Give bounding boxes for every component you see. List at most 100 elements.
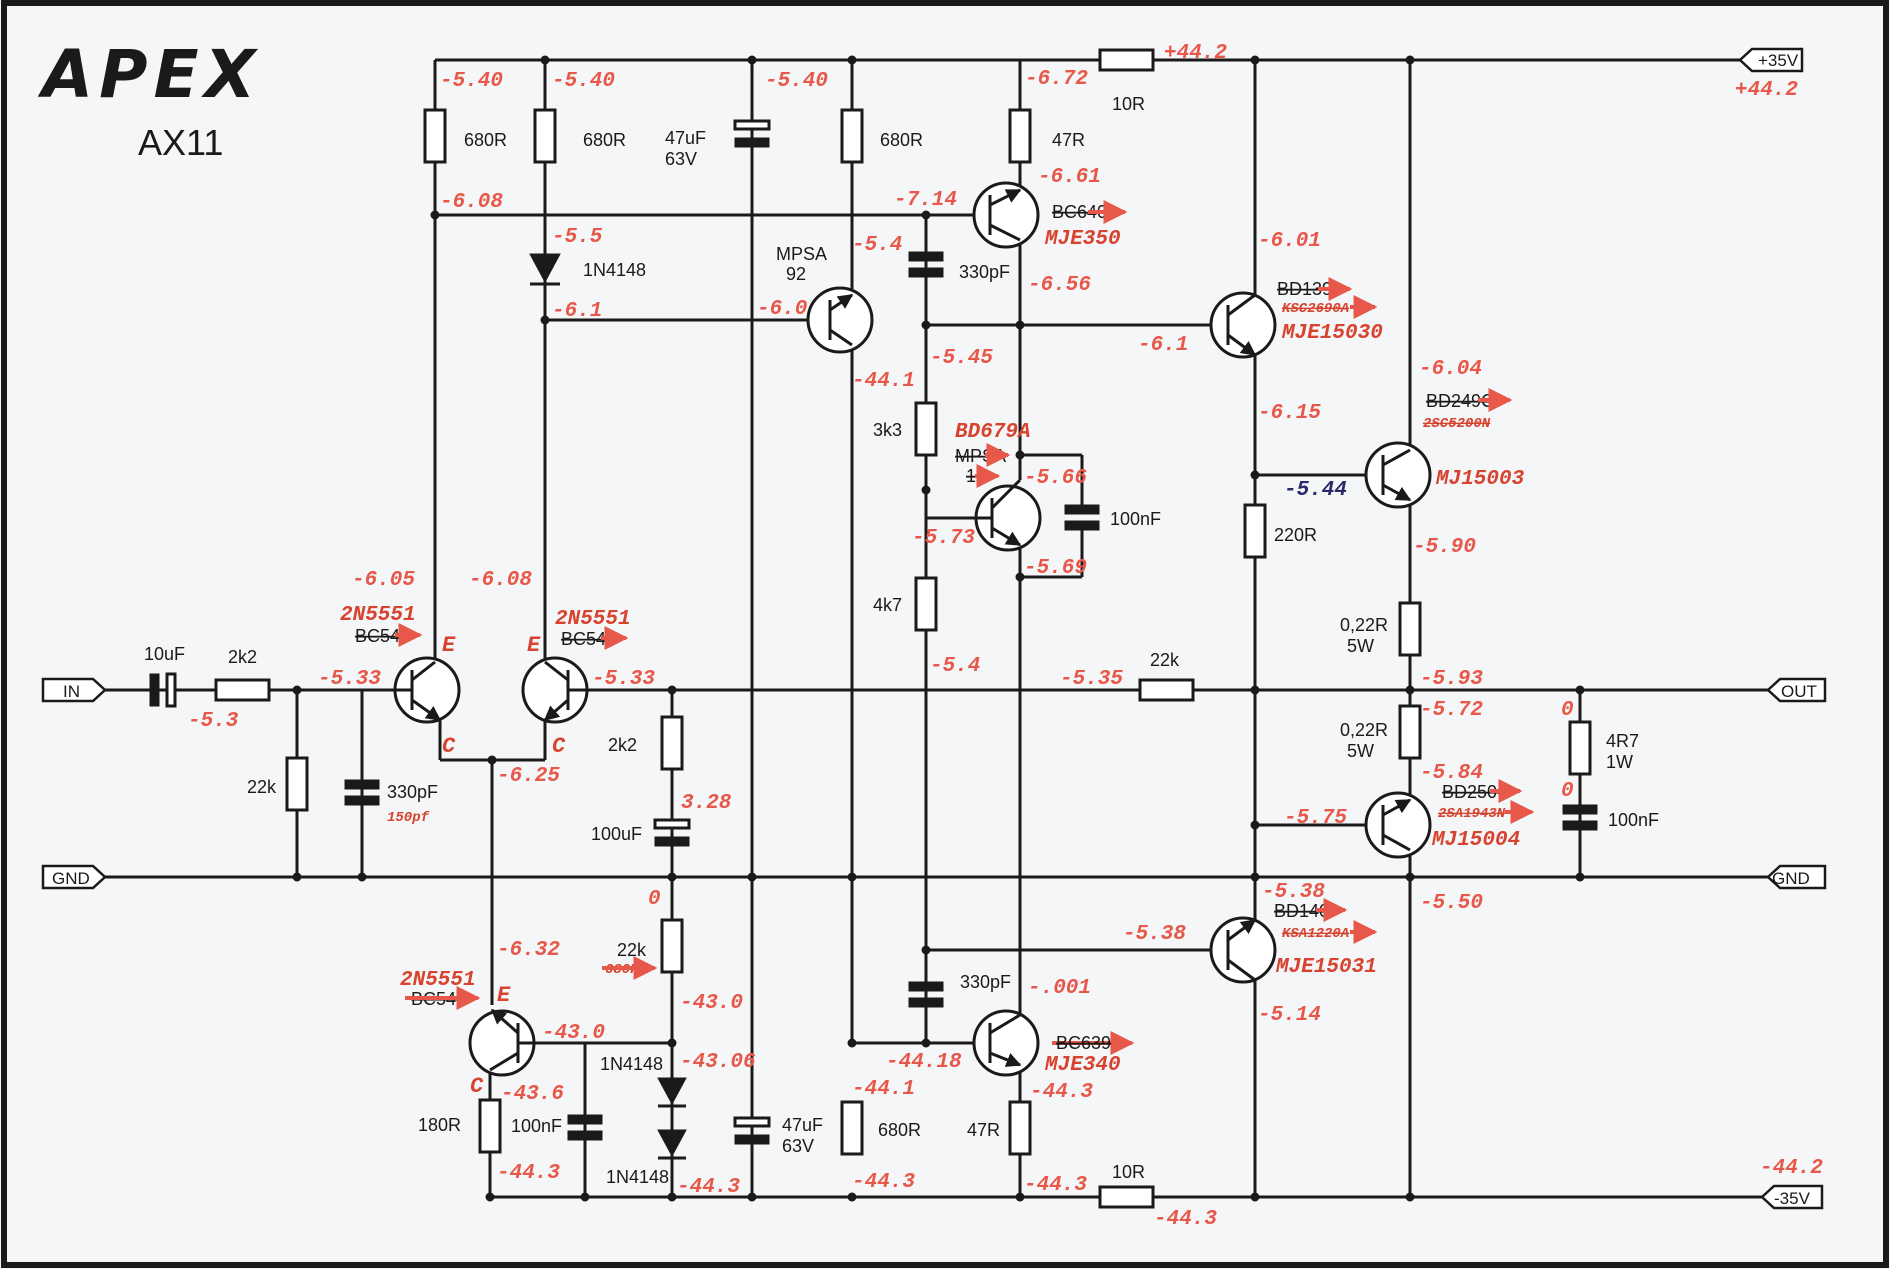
svg-text:-5.33: -5.33 <box>318 668 381 691</box>
transistor-mje340 <box>972 1009 1040 1077</box>
cap-100nf-bottom <box>567 1114 603 1141</box>
svg-text:-35V: -35V <box>1774 1189 1811 1208</box>
port-out[interactable]: OUT <box>1766 677 1827 703</box>
svg-text:0: 0 <box>1561 699 1574 722</box>
svg-text:E: E <box>442 633 456 658</box>
svg-text:1N4148: 1N4148 <box>606 1167 669 1187</box>
svg-text:+44.2: +44.2 <box>1164 42 1227 65</box>
svg-text:680R: 680R <box>880 130 923 150</box>
svg-text:-5.35: -5.35 <box>1060 668 1123 691</box>
ports: IN GND +35V OUT GND -35V <box>41 47 1827 1210</box>
svg-text:-5.90: -5.90 <box>1413 536 1476 559</box>
cap-100uf <box>653 818 691 847</box>
svg-text:-5.14: -5.14 <box>1258 1004 1321 1027</box>
svg-text:1N4148: 1N4148 <box>600 1054 663 1074</box>
svg-text:10uF: 10uF <box>144 644 185 664</box>
svg-text:-6.05: -6.05 <box>352 569 415 592</box>
svg-text:-6.1: -6.1 <box>1138 334 1188 357</box>
cap-330pf-input <box>344 779 380 806</box>
svg-text:-5.50: -5.50 <box>1420 892 1483 915</box>
cap-330pf-bottom <box>908 981 944 1008</box>
port-gnd-right[interactable]: GND <box>1766 864 1827 890</box>
svg-text:150pf: 150pf <box>387 810 430 826</box>
svg-text:GND: GND <box>1772 869 1810 888</box>
svg-text:-5.44: -5.44 <box>1284 479 1347 502</box>
svg-text:5W: 5W <box>1347 636 1374 656</box>
svg-text:1N4148: 1N4148 <box>583 260 646 280</box>
svg-text:-6.25: -6.25 <box>497 765 560 788</box>
cap-100nf-vbe <box>1020 453 1100 577</box>
resistor-2k2-feedback <box>660 715 684 771</box>
resistor-3k3 <box>914 401 938 457</box>
svg-text:BC546: BC546 <box>355 626 410 646</box>
svg-text:330pF: 330pF <box>960 972 1011 992</box>
svg-text:-43.6: -43.6 <box>501 1083 564 1106</box>
capacitors <box>149 119 1598 1145</box>
port-gnd-left[interactable]: GND <box>41 864 107 890</box>
svg-text:47R: 47R <box>1052 130 1085 150</box>
svg-text:E: E <box>497 983 511 1008</box>
svg-text:-7.14: -7.14 <box>894 189 957 212</box>
port-plus35v[interactable]: +35V <box>1738 47 1804 73</box>
resistor-47r-bottom <box>1008 1100 1032 1156</box>
svg-text:22k: 22k <box>1150 650 1180 670</box>
svg-text:-6.56: -6.56 <box>1028 274 1091 297</box>
svg-text:-5.73: -5.73 <box>912 527 975 550</box>
resistor-680r-4 <box>840 1100 864 1156</box>
svg-text:BC639: BC639 <box>1056 1033 1111 1053</box>
port-minus35v[interactable]: -35V <box>1760 1184 1824 1210</box>
junctions <box>292 55 1585 1202</box>
svg-text:63V: 63V <box>782 1136 814 1156</box>
transistor-bd679a <box>926 478 1042 552</box>
svg-text:MJ15004: MJ15004 <box>1431 829 1520 852</box>
component-labels: 680R 680R 680R 47R 10R 47uF 63V 330pF 1N… <box>144 94 1659 1187</box>
svg-text:MJ15003: MJ15003 <box>1435 468 1525 491</box>
svg-text:-5.93: -5.93 <box>1420 668 1483 691</box>
svg-text:IN: IN <box>63 682 80 701</box>
svg-text:-44.18: -44.18 <box>886 1051 962 1074</box>
svg-text:C: C <box>552 734 566 759</box>
svg-text:4R7: 4R7 <box>1606 731 1639 751</box>
svg-text:220R: 220R <box>1274 525 1317 545</box>
cap-330pf-top <box>908 251 944 278</box>
svg-text:22k: 22k <box>617 940 647 960</box>
svg-text:MJE15031: MJE15031 <box>1275 956 1377 979</box>
svg-text:-5.84: -5.84 <box>1420 762 1483 785</box>
svg-text:63V: 63V <box>665 149 697 169</box>
svg-text:-5.40: -5.40 <box>765 70 828 93</box>
transistor-mje350 <box>972 181 1040 249</box>
transistor-current-source <box>468 1008 536 1077</box>
svg-text:-44.1: -44.1 <box>852 1078 915 1101</box>
resistor-10r-top <box>1098 48 1155 72</box>
svg-text:680R: 680R <box>583 130 626 150</box>
svg-text:-5.45: -5.45 <box>930 347 993 370</box>
svg-text:-5.38: -5.38 <box>1123 923 1186 946</box>
resistor-022r-a <box>1398 601 1422 657</box>
svg-text:-44.3: -44.3 <box>1024 1174 1087 1197</box>
svg-text:-5.4: -5.4 <box>852 234 902 257</box>
svg-text:2SA1943N: 2SA1943N <box>1438 806 1506 822</box>
transistor-mpsa92 <box>806 286 874 354</box>
svg-text:-6.08: -6.08 <box>469 569 532 592</box>
svg-text:2SC5200N: 2SC5200N <box>1423 416 1491 432</box>
svg-text:MJE15030: MJE15030 <box>1281 322 1383 345</box>
resistor-220r <box>1243 503 1267 559</box>
svg-text:MPSA: MPSA <box>776 244 827 264</box>
svg-text:-5.40: -5.40 <box>552 70 615 93</box>
transistors <box>393 181 1432 1077</box>
resistor-680r-2 <box>533 108 557 164</box>
svg-text:0: 0 <box>1561 780 1574 803</box>
svg-text:-5.3: -5.3 <box>188 710 239 733</box>
svg-text:4k7: 4k7 <box>873 595 902 615</box>
svg-text:100nF: 100nF <box>1110 509 1161 529</box>
svg-text:BD249C: BD249C <box>1426 391 1494 411</box>
model-title: AX11 <box>138 122 223 163</box>
svg-text:GND: GND <box>52 869 90 888</box>
port-in[interactable]: IN <box>41 677 107 703</box>
diode-1n4148-top <box>529 253 561 286</box>
svg-text:100uF: 100uF <box>591 824 642 844</box>
svg-text:2k2: 2k2 <box>228 647 257 667</box>
svg-text:3k3: 3k3 <box>873 420 902 440</box>
svg-text:2k2: 2k2 <box>608 735 637 755</box>
transistor-labels: 2N5551 BC546 E C 2N5551 BC546 E C 2N5551… <box>340 200 1535 1099</box>
